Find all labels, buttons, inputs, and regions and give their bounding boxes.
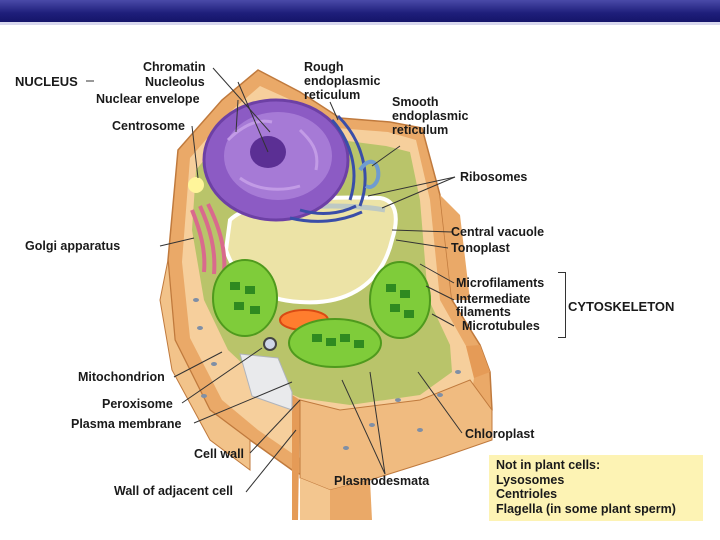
label-ribosomes: Ribosomes — [460, 170, 528, 184]
label-chromatin: Chromatin — [143, 60, 206, 74]
title-bar-stripe — [0, 22, 720, 25]
label-wall-adjacent-cell: Wall of adjacent cell — [114, 484, 234, 498]
label-microtubules: Microtubules — [462, 319, 540, 333]
label-intermediate-2: filaments — [456, 305, 511, 319]
label-peroxisome: Peroxisome — [102, 397, 173, 411]
label-mitochondrion: Mitochondrion — [78, 370, 165, 384]
label-golgi: Golgi apparatus — [25, 239, 121, 253]
note-line: Centrioles — [496, 487, 558, 501]
label-cytoskeleton: CYTOSKELETON — [568, 299, 675, 314]
label-smooth-er-2: endoplasmic — [392, 109, 469, 123]
nucleus — [202, 98, 350, 222]
note-line: Lysosomes — [496, 472, 565, 487]
note-line: Not in plant cells: — [496, 458, 601, 472]
label-nuclear-envelope: Nuclear envelope — [96, 92, 200, 106]
label-intermediate-1: Intermediate — [456, 292, 531, 306]
adjacent-cell-area — [239, 353, 293, 411]
rough-er — [289, 114, 367, 223]
centrosome — [188, 177, 204, 193]
title-bar — [0, 0, 720, 22]
label-rough-er-3: reticulum — [304, 88, 361, 102]
chloroplasts — [212, 259, 431, 368]
label-microfilaments: Microfilaments — [456, 276, 545, 290]
label-rough-er-1: Rough — [304, 60, 344, 74]
label-chloroplast: Chloroplast — [465, 427, 535, 441]
label-smooth-er-1: Smooth — [392, 95, 439, 109]
label-centrosome: Centrosome — [112, 119, 185, 133]
label-nucleolus: Nucleolus — [145, 75, 205, 89]
label-plasmodesmata: Plasmodesmata — [334, 474, 430, 488]
smooth-er — [358, 159, 381, 189]
leader-lines — [86, 67, 463, 493]
label-smooth-er-3: reticulum — [392, 123, 449, 137]
label-nucleus: NUCLEUS — [15, 74, 78, 89]
label-cell-wall: Cell wall — [194, 447, 245, 461]
label-tonoplast: Tonoplast — [451, 241, 510, 255]
cytoskeleton-bracket — [558, 272, 566, 338]
peroxisome — [263, 337, 277, 351]
not-in-plant-cells-note: Not in plant cells: Lysosomes Centrioles… — [489, 455, 703, 521]
golgi-apparatus — [190, 203, 227, 275]
label-central-vacuole: Central vacuole — [451, 225, 545, 239]
label-rough-er-2: endoplasmic — [304, 74, 381, 88]
label-plasma-membrane: Plasma membrane — [71, 417, 182, 431]
note-line: Flagella (in some plant sperm) — [496, 501, 676, 516]
